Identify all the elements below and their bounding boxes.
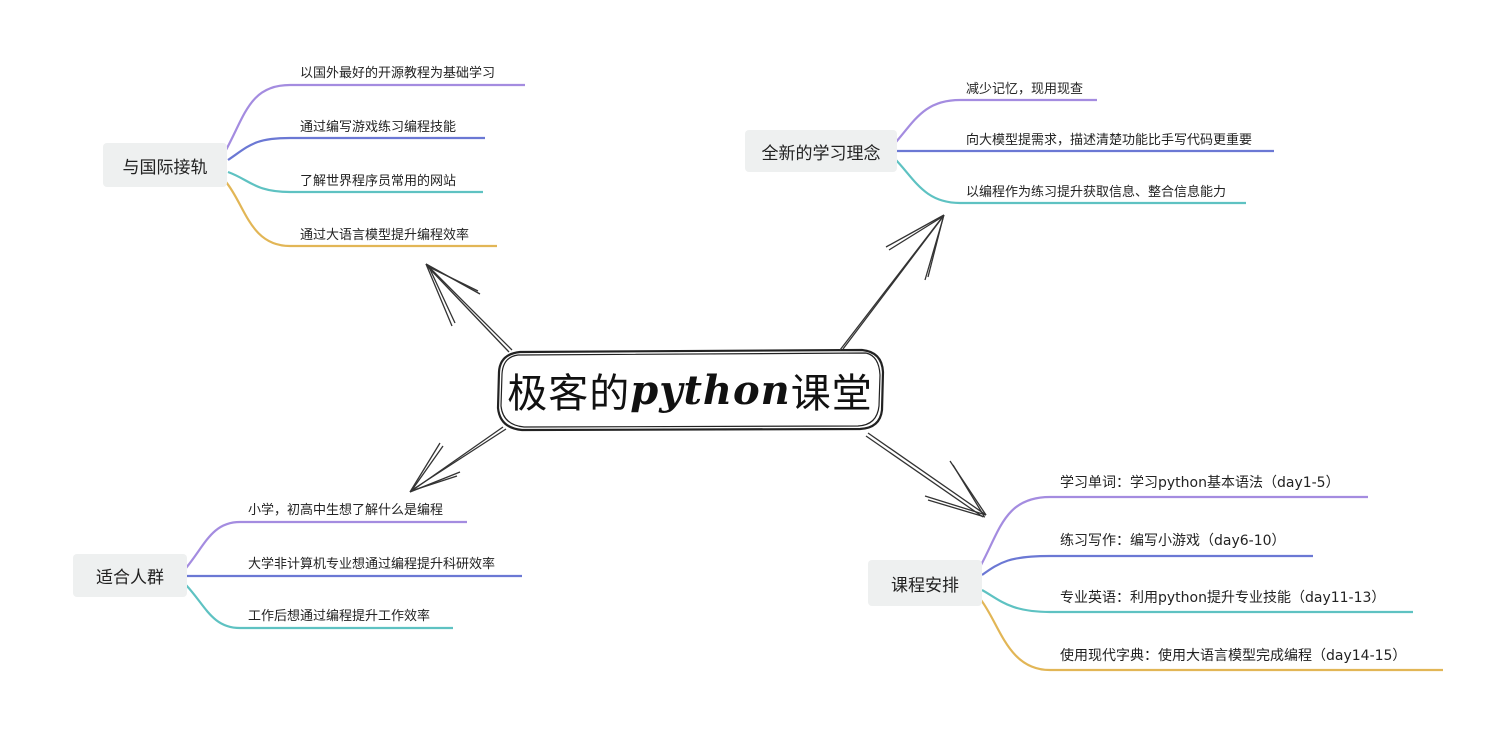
leaf-audience-3[interactable]: 工作后想通过编程提升工作效率 [248, 609, 431, 624]
topic-concept[interactable]: 全新的学习理念 [745, 130, 897, 172]
leaf-schedule-1[interactable]: 学习单词：学习python基本语法（day1-5） [1060, 475, 1340, 491]
leaf-concept-2[interactable]: 向大模型提需求，描述清楚功能比手写代码更重要 [966, 133, 1253, 148]
leaf-concept-3[interactable]: 以编程作为练习提升获取信息、整合信息能力 [966, 185, 1227, 200]
arrow-to-audience [409, 426, 507, 493]
central-title-prefix: 极客的 [507, 371, 631, 417]
topic-schedule[interactable]: 课程安排 [868, 560, 982, 606]
topic-intl-label: 与国际接轨 [122, 157, 208, 178]
leaf-intl-3[interactable]: 了解世界程序员常用的网站 [300, 174, 457, 189]
connectors-concept [895, 98, 1274, 205]
arrow-to-concept [839, 214, 945, 351]
leaf-intl-2[interactable]: 通过编写游戏练习编程技能 [300, 120, 457, 135]
topic-schedule-label: 课程安排 [891, 575, 959, 596]
connectors-intl [225, 83, 525, 248]
arrow-to-schedule [865, 432, 987, 518]
leaf-intl-4[interactable]: 通过大语言模型提升编程效率 [300, 228, 470, 243]
leaf-audience-2[interactable]: 大学非计算机专业想通过编程提升科研效率 [248, 557, 496, 572]
leaf-intl-1[interactable]: 以国外最好的开源教程为基础学习 [300, 66, 496, 81]
central-border [496, 348, 885, 432]
leaf-schedule-3[interactable]: 专业英语：利用python提升专业技能（day11-13） [1060, 590, 1386, 606]
topic-audience-label: 适合人群 [96, 568, 164, 588]
connectors-schedule [980, 495, 1443, 672]
arrow-to-intl [425, 263, 513, 353]
central-title-python: python [630, 366, 791, 414]
leaf-concept-1[interactable]: 减少记忆，现用现查 [966, 82, 1084, 97]
connectors-audience [185, 520, 522, 630]
leaf-audience-1[interactable]: 小学，初高中生想了解什么是编程 [248, 503, 444, 518]
leaf-schedule-2[interactable]: 练习写作：编写小游戏（day6-10） [1060, 533, 1286, 549]
topic-intl[interactable]: 与国际接轨 [103, 143, 227, 187]
leaf-schedule-4[interactable]: 使用现代字典：使用大语言模型完成编程（day14-15） [1060, 648, 1407, 664]
topic-concept-label: 全新的学习理念 [761, 143, 881, 164]
topic-audience[interactable]: 适合人群 [73, 554, 187, 597]
central-title-suffix: 课堂 [790, 371, 873, 417]
